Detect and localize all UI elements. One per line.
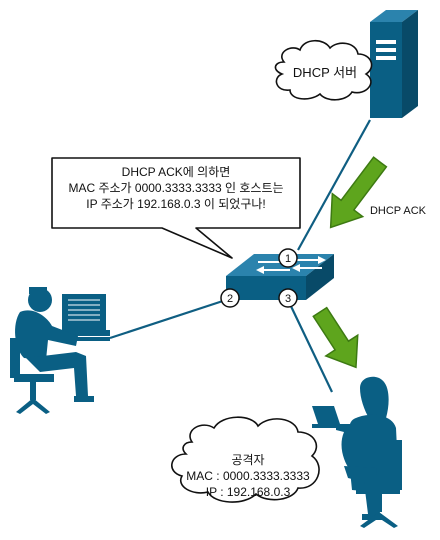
attacker-with-laptop-icon: [312, 376, 402, 528]
attacker-title: 공격자: [231, 453, 265, 467]
server-tower-icon: [370, 10, 418, 118]
port-3-circle: [278, 288, 298, 308]
port-2-label: 2: [227, 293, 233, 305]
dhcp-ack-arrow: [329, 156, 388, 229]
bubble-line-2: MAC 주소가 0000.3333.3333 인 호스트는: [68, 181, 284, 195]
port-2-circle: [220, 288, 240, 308]
link-switch-victim: [109, 296, 233, 340]
link-switch-attacker: [287, 299, 333, 393]
port-1-label: 1: [285, 253, 291, 265]
user-at-computer-icon: [10, 287, 110, 414]
dhcp-ack-arrow-label: DHCP ACK: [369, 205, 427, 217]
port-1-circle: [278, 248, 298, 268]
bubble-line-3: IP 주소가 192.168.0.3 이 되었구나!: [86, 197, 266, 211]
forward-arrow: [312, 306, 359, 369]
port-3-label: 3: [285, 293, 291, 305]
attacker-info: 공격자 MAC : 0000.3333.3333 IP : 192.168.0.…: [186, 452, 310, 500]
speech-bubble: [51, 157, 301, 259]
attacker-cloud: [171, 416, 320, 503]
speech-bubble-text: DHCP ACK에 의하면 MAC 주소가 0000.3333.3333 인 호…: [54, 164, 298, 212]
server-cloud: [274, 39, 373, 101]
attacker-mac: MAC : 0000.3333.3333: [186, 469, 310, 483]
server-cloud-label: DHCP 서버: [292, 65, 358, 80]
attacker-ip: IP : 192.168.0.3: [205, 485, 291, 499]
bubble-line-1: DHCP ACK에 의하면: [121, 165, 231, 179]
link-switch-server: [297, 119, 371, 251]
